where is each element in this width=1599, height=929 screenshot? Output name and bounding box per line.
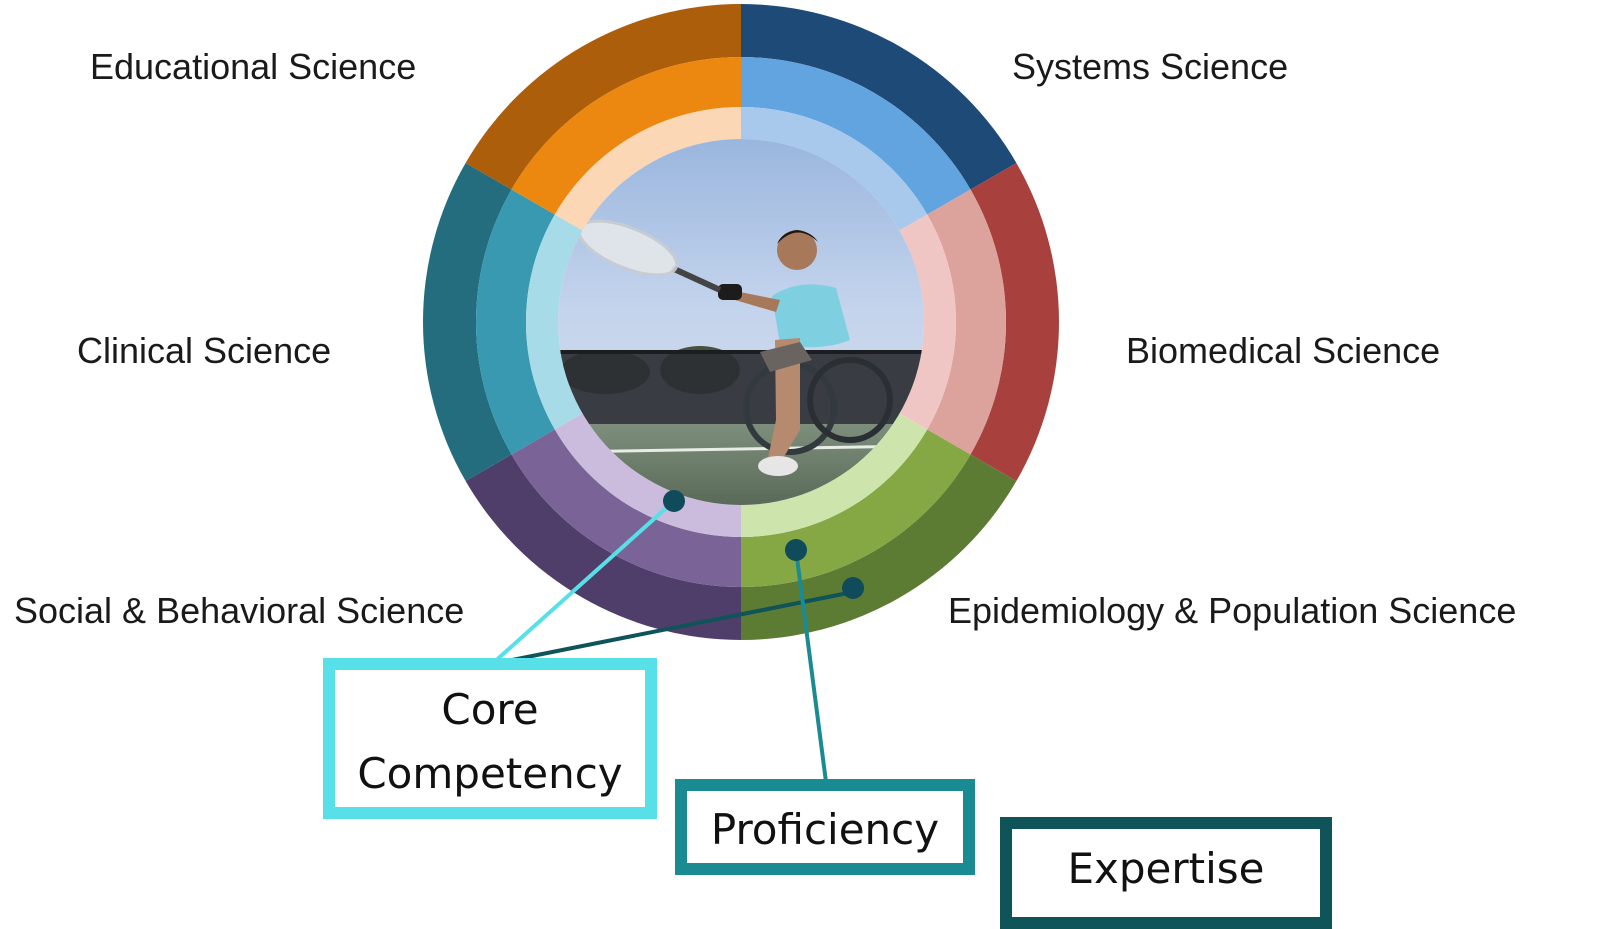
ring-social-expertise xyxy=(465,454,741,640)
expertise-connector xyxy=(491,590,854,666)
wheel-rings xyxy=(422,4,1059,640)
core-dot xyxy=(663,490,685,512)
ring-systems-expertise xyxy=(741,4,1017,190)
ring-epidemiology-core xyxy=(741,413,928,537)
ring-biomedical-core xyxy=(899,214,956,430)
level-box-expertise: Expertise xyxy=(1000,817,1332,929)
proficiency-connector xyxy=(794,549,828,783)
domain-labels: Educational Science Systems Science Biom… xyxy=(14,46,1516,631)
expertise-label: Expertise xyxy=(1067,844,1264,893)
core-label-line-1: Core xyxy=(441,685,538,734)
ring-social-core xyxy=(554,413,741,537)
label-biomedical-science: Biomedical Science xyxy=(1126,330,1440,371)
center-photo xyxy=(558,139,924,505)
level-box-proficiency: Proficiency xyxy=(675,779,975,875)
ring-clinical-core xyxy=(526,214,583,430)
level-box-core-competency: Core Competency xyxy=(323,658,657,819)
label-social-behavioral-science: Social & Behavioral Science xyxy=(14,590,464,631)
ring-educational-expertise xyxy=(465,4,741,190)
ring-biomedical-expertise xyxy=(970,163,1059,481)
label-clinical-science: Clinical Science xyxy=(77,330,331,371)
proficiency-label: Proficiency xyxy=(711,805,939,854)
ring-educational-proficiency xyxy=(511,57,741,215)
ring-clinical-proficiency xyxy=(476,189,555,455)
connector-lines xyxy=(490,499,854,783)
ring-systems-proficiency xyxy=(741,57,971,215)
label-epidemiology-population-science: Epidemiology & Population Science xyxy=(948,590,1516,631)
ring-epidemiology-expertise xyxy=(741,454,1017,640)
label-systems-science: Systems Science xyxy=(1012,46,1288,87)
ring-educational-core xyxy=(554,107,741,231)
ring-biomedical-proficiency xyxy=(927,189,1006,455)
ring-systems-core xyxy=(741,107,928,231)
expertise-dot xyxy=(842,577,864,599)
ring-clinical-expertise xyxy=(422,163,512,481)
connector-dots xyxy=(663,490,864,599)
proficiency-dot xyxy=(785,539,807,561)
label-educational-science: Educational Science xyxy=(90,46,416,87)
core-connector xyxy=(490,499,676,666)
core-label-line-2: Competency xyxy=(357,749,622,798)
ring-social-proficiency xyxy=(511,429,741,587)
